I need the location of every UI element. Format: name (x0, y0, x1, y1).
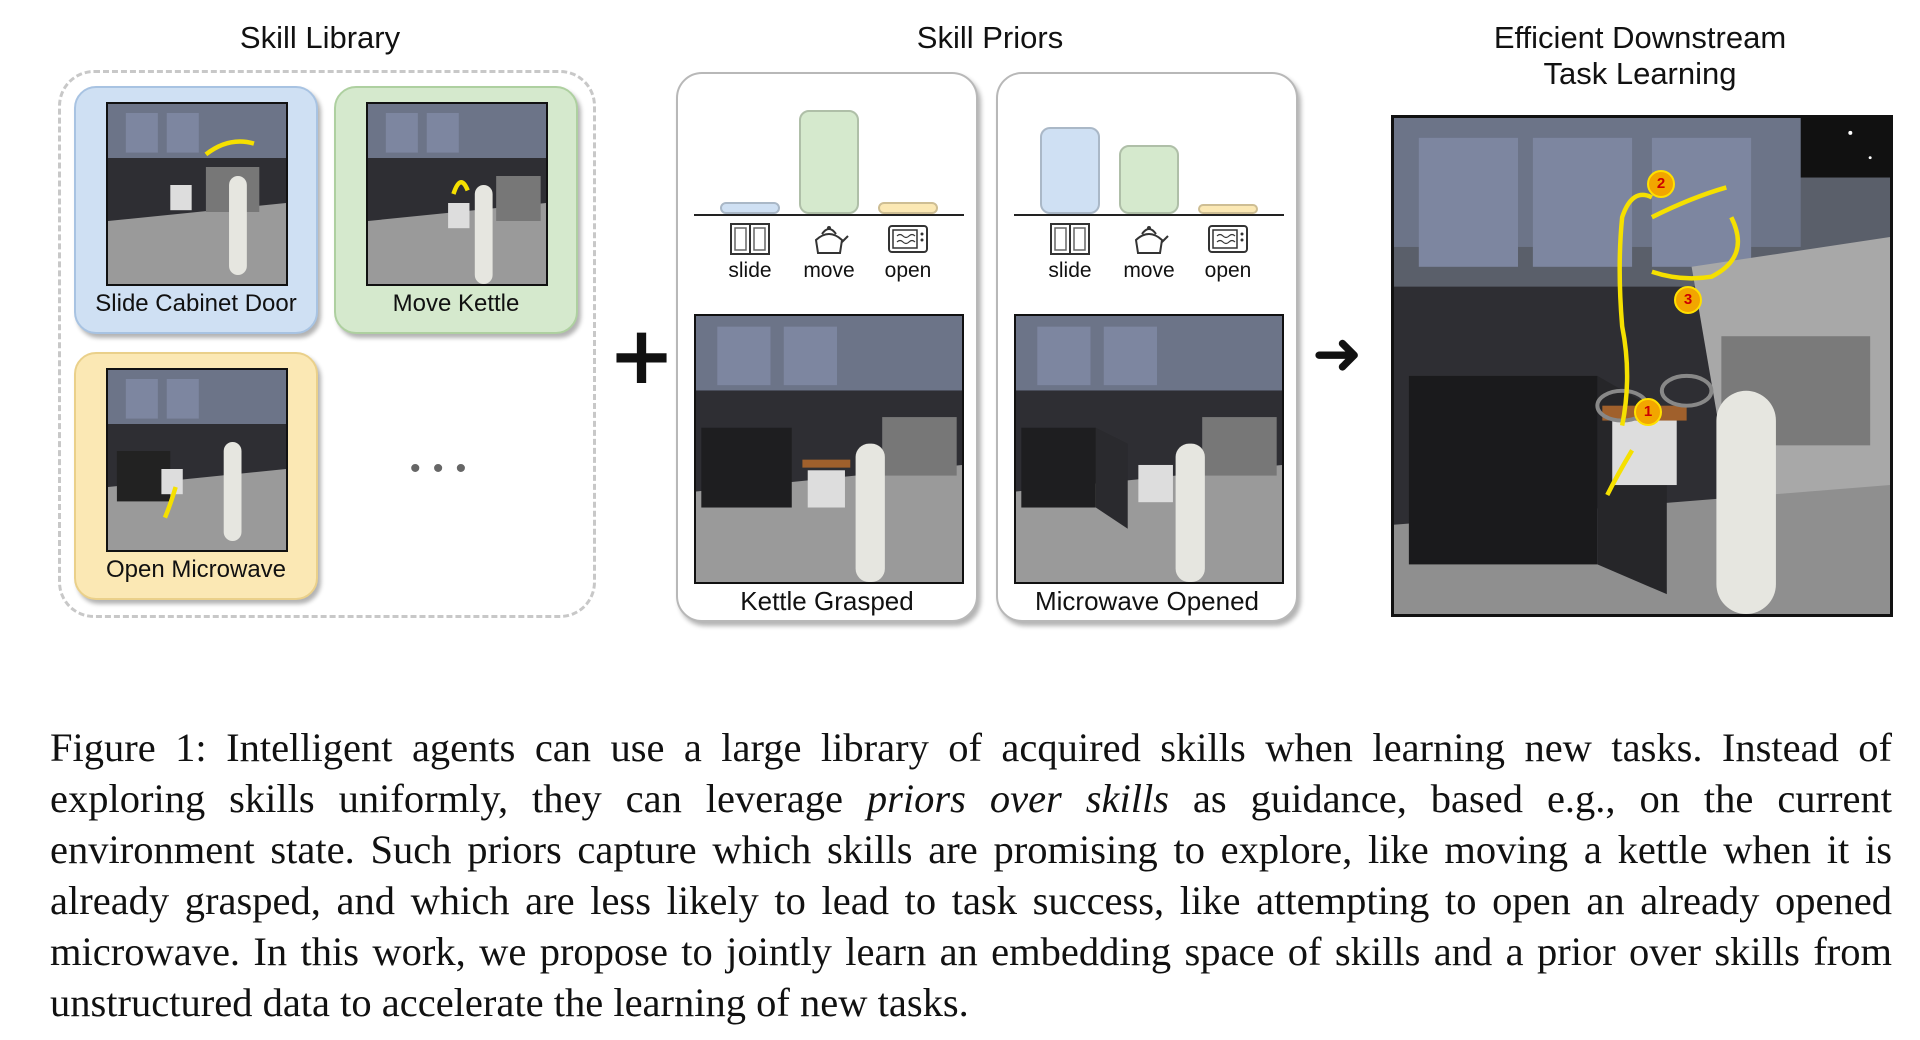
prior-bar-open (878, 201, 938, 214)
prior-bar-move (799, 110, 859, 214)
caption-emphasis: priors over skills (866, 776, 1169, 821)
skill-card-move-kettle: Move Kettle (334, 86, 578, 334)
more-skills-ellipsis: • • • (410, 452, 469, 485)
prior-panel-caption: Kettle Grasped (740, 586, 914, 616)
prior-label-move: move (803, 259, 855, 282)
cabinet-icon (1050, 223, 1090, 255)
prior-bar-slide (1040, 126, 1100, 214)
caption-text-part1: Figure 1: Intelligent agents can use a l… (50, 725, 1892, 821)
skill-label: Slide Cabinet Door (95, 290, 297, 317)
microwave-icon (1208, 225, 1248, 253)
caption-text-part2: as guidance, based e.g., on the current … (50, 776, 1892, 1025)
prior-label-open: open (884, 259, 932, 282)
skill-label: Move Kettle (392, 290, 520, 317)
arrow-right-icon: ➜ (1312, 319, 1363, 389)
microwave-icon (888, 225, 928, 253)
microwave-opened-scene (1014, 314, 1284, 584)
kitchen-thumbnail (106, 368, 288, 552)
downstream-title-line2: Task Learning (1543, 56, 1737, 91)
task-step-badge-1: 1 (1634, 398, 1662, 426)
prior-label-move: move (1123, 259, 1175, 282)
prior-panel-microwave-opened: slide move open Microwave Opened (996, 72, 1298, 622)
kettle-grasped-scene (694, 314, 964, 584)
skill-priors-title: Skill Priors (916, 20, 1064, 55)
skill-label: Open Microwave (105, 556, 287, 583)
skill-card-slide-cabinet-door: Slide Cabinet Door (74, 86, 318, 334)
prior-label-open: open (1204, 259, 1252, 282)
figure-caption: Figure 1: Intelligent agents can use a l… (50, 722, 1892, 1028)
kettle-icon (1134, 226, 1169, 254)
prior-axis-baseline (1014, 214, 1284, 216)
downstream-title-line1: Efficient Downstream (1493, 20, 1787, 55)
downstream-task-scene: 1 2 3 (1391, 115, 1893, 617)
skill-library-title: Skill Library (239, 20, 401, 55)
kitchen-thumbnail (366, 102, 548, 286)
prior-panel-caption: Microwave Opened (1035, 586, 1259, 616)
kettle-icon (814, 226, 849, 254)
prior-label-slide: slide (728, 259, 772, 282)
kitchen-thumbnail (106, 102, 288, 286)
cabinet-icon (730, 223, 770, 255)
task-step-badge-2: 2 (1647, 170, 1675, 198)
prior-bar-slide (720, 201, 780, 214)
prior-label-slide: slide (1048, 259, 1092, 282)
prior-bar-open (1198, 204, 1258, 214)
prior-axis-baseline (694, 214, 964, 216)
task-step-badge-3: 3 (1674, 286, 1702, 314)
prior-bar-move (1119, 145, 1179, 214)
skill-card-open-microwave: Open Microwave (74, 352, 318, 600)
plus-icon: + (608, 309, 676, 402)
skill-library-box (58, 70, 596, 618)
prior-panel-kettle-grasped: slide move open Kettle Grasped (676, 72, 978, 622)
